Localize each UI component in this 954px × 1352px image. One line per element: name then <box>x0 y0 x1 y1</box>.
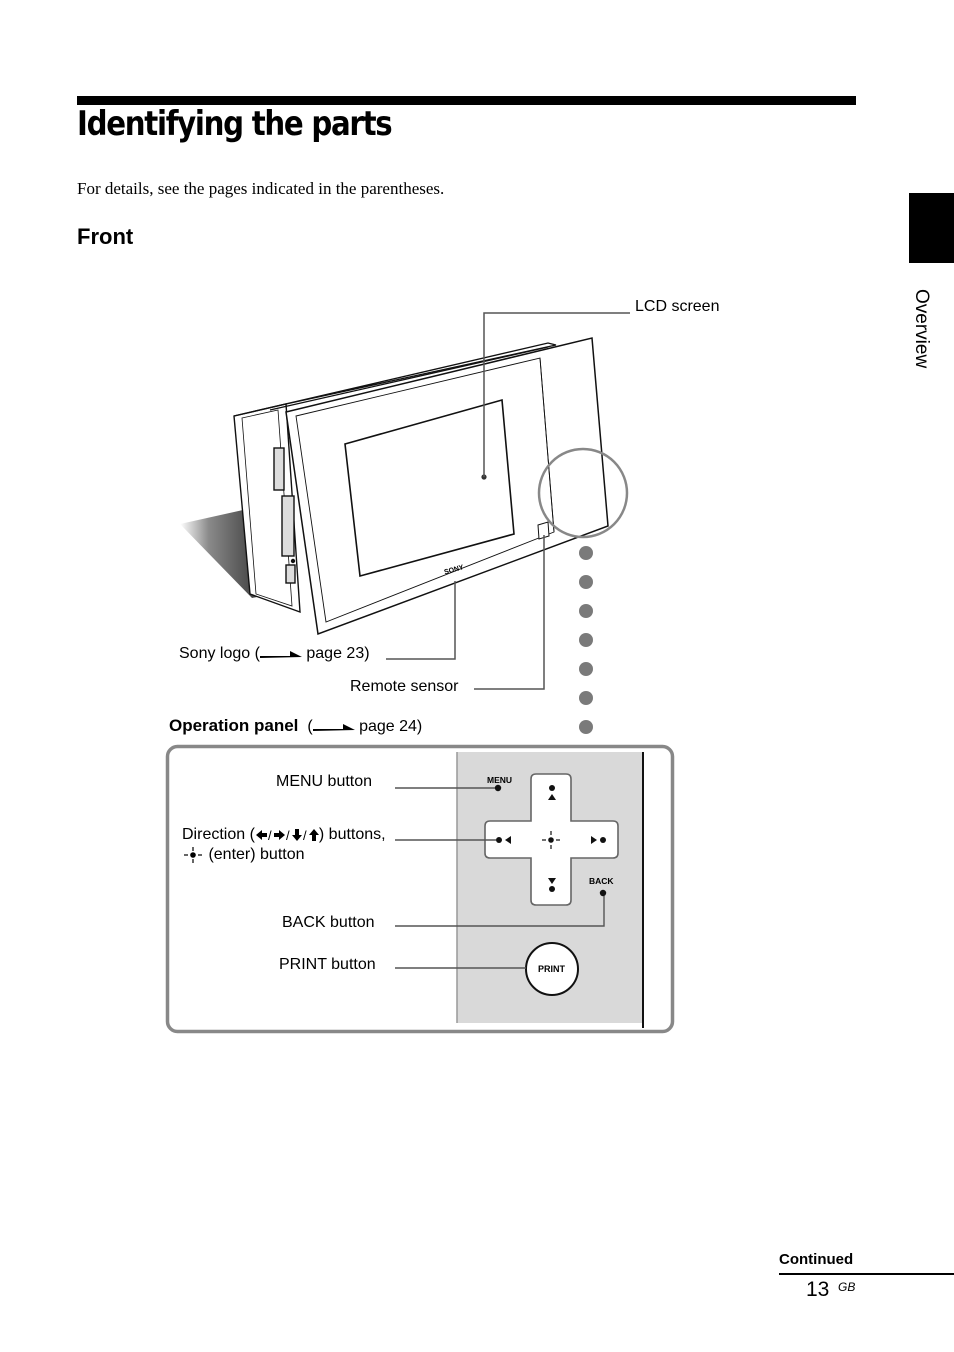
device-top <box>233 342 557 417</box>
menu-button[interactable] <box>494 784 502 792</box>
direction-arrows-icon: / / / <box>255 828 319 842</box>
svg-text:/: / <box>303 828 307 842</box>
label-print-button: PRINT button <box>279 956 376 973</box>
label-sony-logo-prefix: Sony logo ( <box>179 645 260 662</box>
page-number-suffix: GB <box>838 1280 856 1294</box>
lcd-screen <box>344 398 515 578</box>
leader-lcd <box>483 312 630 477</box>
intro-text: For details, see the pages indicated in … <box>77 179 445 198</box>
leader-sony <box>386 581 456 660</box>
continued-label: Continued <box>779 1251 854 1268</box>
panel-back-text: BACK <box>589 876 614 886</box>
svg-text:/: / <box>286 828 290 842</box>
remote-sensor-window <box>537 521 550 540</box>
svg-text:/: / <box>268 828 272 842</box>
label-operation-panel-page: page 24) <box>354 718 423 735</box>
label-direction-suffix: ) buttons, <box>318 826 386 843</box>
page-arrow-icon <box>312 723 355 731</box>
label-direction-prefix: Direction ( <box>182 826 255 843</box>
label-enter-button: (enter) button <box>182 846 305 864</box>
label-direction-buttons: Direction ( / / / ) buttons, <box>182 826 386 844</box>
side-tab-label: Overview <box>911 289 932 369</box>
label-menu-button: MENU button <box>276 773 373 790</box>
panel-menu-text: MENU <box>487 775 512 785</box>
label-operation-panel-open: ( <box>307 718 313 735</box>
zoom-dots <box>579 546 593 734</box>
enter-icon <box>542 831 560 849</box>
stand-shadow <box>180 508 262 598</box>
side-tab-marker <box>909 193 954 263</box>
label-back-button: BACK button <box>282 914 375 931</box>
label-operation-panel: Operation panel ( page 24) <box>169 716 422 736</box>
device-side <box>233 403 301 614</box>
label-operation-panel-title: Operation panel <box>169 716 299 735</box>
panel-zoom-circle <box>537 447 629 539</box>
label-remote-sensor: Remote sensor <box>350 678 459 695</box>
back-button[interactable] <box>599 889 607 897</box>
label-lcd-screen: LCD screen <box>635 298 720 315</box>
section-title: Front <box>77 224 134 249</box>
label-sony-logo: Sony logo ( page 23) <box>179 645 370 663</box>
page-number: 13 <box>806 1278 830 1301</box>
panel-print-text: PRINT <box>538 964 566 974</box>
label-sony-logo-page: page 23) <box>301 645 370 662</box>
footer-rule <box>779 1273 954 1275</box>
page-title: Identifying the parts <box>77 104 393 144</box>
print-button[interactable] <box>525 942 579 996</box>
label-enter-text: (enter) button <box>208 846 305 863</box>
direction-markers <box>496 785 606 892</box>
title-rule <box>77 96 856 105</box>
leader-back <box>395 896 605 927</box>
page-arrow-icon <box>259 650 302 658</box>
leader-remote <box>474 535 545 690</box>
enter-icon <box>184 846 202 863</box>
